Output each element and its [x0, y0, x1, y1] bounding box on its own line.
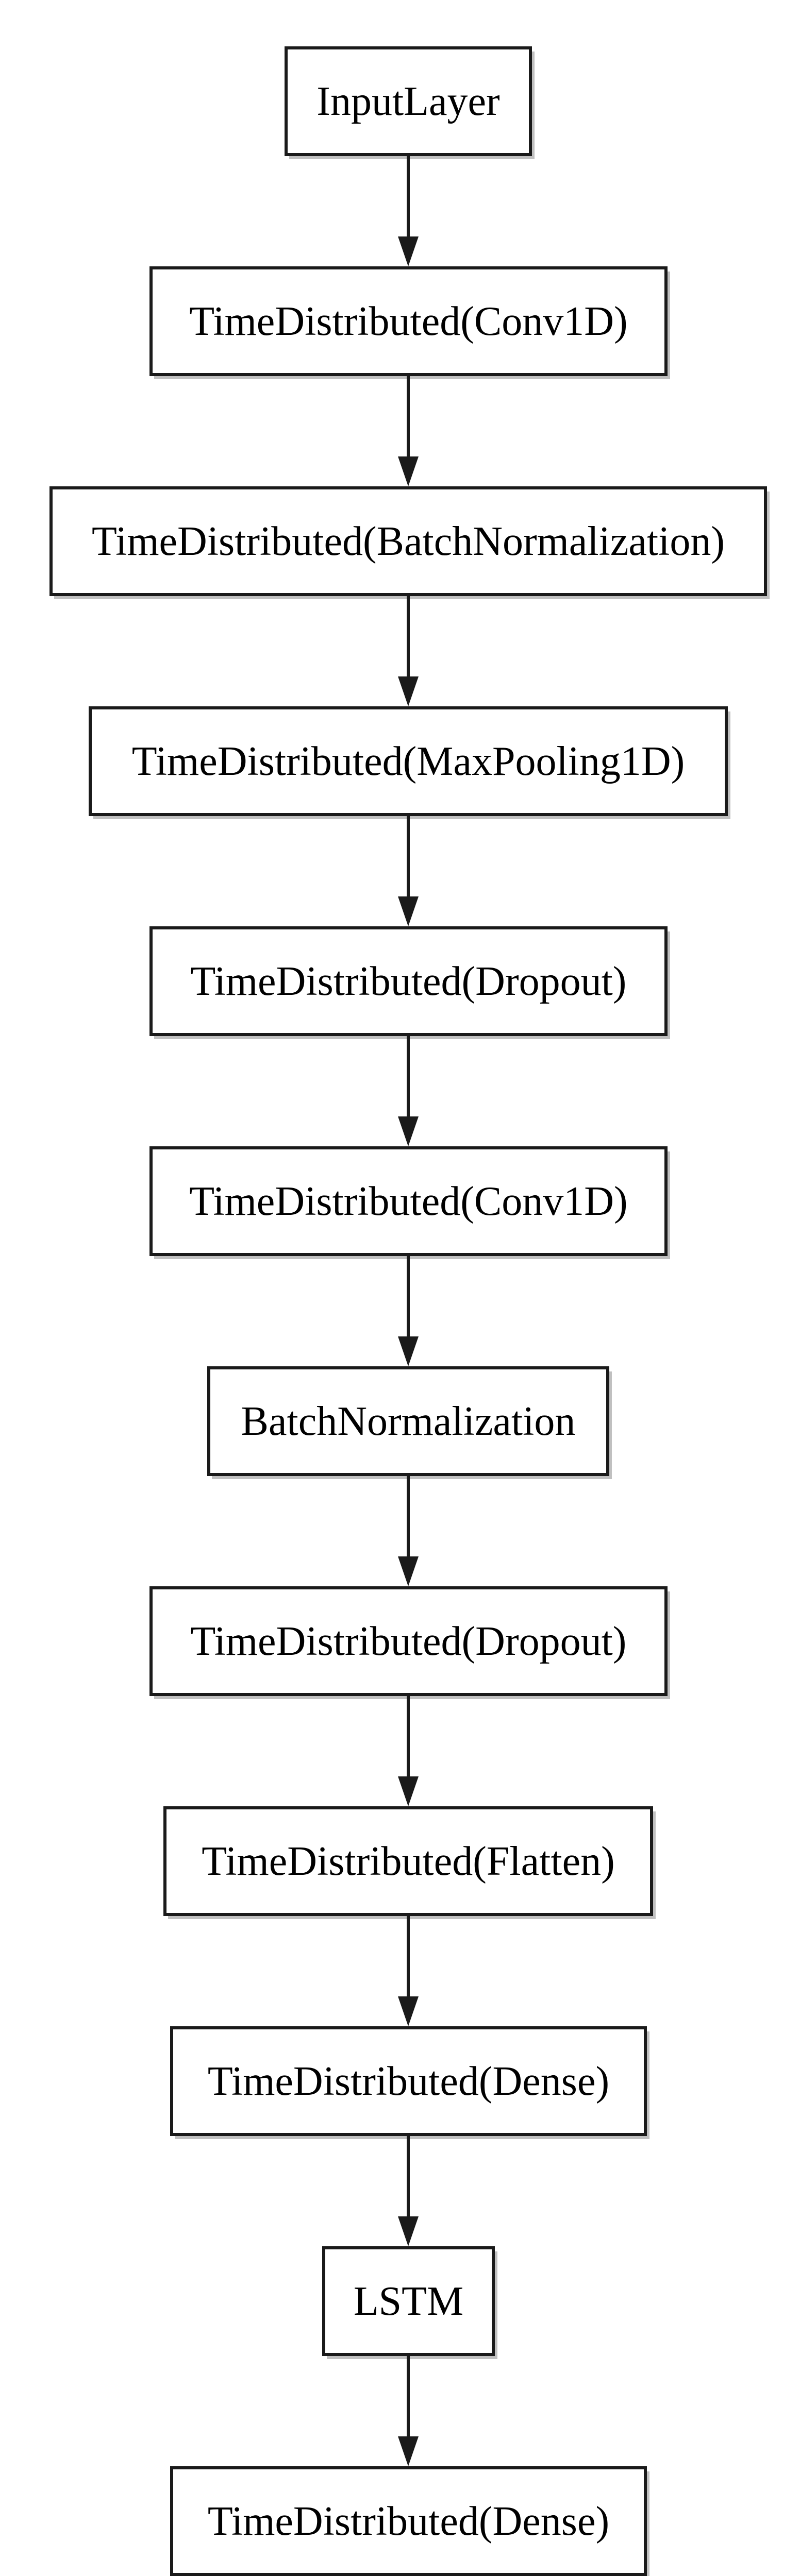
node-timedistributed-dense-2: TimeDistributed(Dense) [170, 2466, 647, 2576]
arrow-shaft [407, 2136, 410, 2217]
node-timedistributed-dropout-2: TimeDistributed(Dropout) [149, 1586, 668, 1696]
arrow-head-icon [398, 236, 419, 266]
arrow-shaft [407, 1916, 410, 1997]
node-timedistributed-conv1d-2: TimeDistributed(Conv1D) [149, 1146, 668, 1256]
arrow-shaft [407, 1476, 410, 1557]
flow-arrow-1-2 [396, 376, 420, 486]
arrow-shaft [407, 1256, 410, 1337]
flow-arrow-10-11 [396, 2356, 420, 2466]
node-timedistributed-flatten: TimeDistributed(Flatten) [163, 1806, 653, 1916]
node-timedistributed-dense-1: TimeDistributed(Dense) [170, 2026, 647, 2136]
flow-arrow-4-5 [396, 1036, 420, 1146]
arrow-head-icon [398, 1776, 419, 1806]
flow-arrow-8-9 [396, 1916, 420, 2026]
node-timedistributed-dropout-1: TimeDistributed(Dropout) [149, 926, 668, 1036]
arrow-shaft [407, 2356, 410, 2437]
arrow-head-icon [398, 1336, 419, 1366]
node-timedistributed-conv1d-1: TimeDistributed(Conv1D) [149, 266, 668, 376]
node-input-layer: InputLayer [285, 46, 532, 156]
node-timedistributed-batchnormalization: TimeDistributed(BatchNormalization) [49, 486, 767, 596]
arrow-shaft [407, 596, 410, 677]
arrow-shaft [407, 376, 410, 457]
arrow-head-icon [398, 456, 419, 486]
flow-arrow-0-1 [396, 156, 420, 266]
flow-arrow-9-10 [396, 2136, 420, 2246]
flow-arrow-2-3 [396, 596, 420, 706]
arrow-head-icon [398, 1996, 419, 2026]
arrow-shaft [407, 1036, 410, 1117]
flow-arrow-3-4 [396, 816, 420, 926]
arrow-head-icon [398, 676, 419, 706]
flow-arrow-7-8 [396, 1696, 420, 1806]
arrow-head-icon [398, 896, 419, 926]
node-lstm: LSTM [322, 2246, 495, 2356]
node-batchnormalization: BatchNormalization [207, 1366, 609, 1476]
arrow-head-icon [398, 2436, 419, 2466]
arrow-shaft [407, 1696, 410, 1777]
arrow-shaft [407, 816, 410, 897]
node-timedistributed-maxpooling1d: TimeDistributed(MaxPooling1D) [89, 706, 728, 816]
arrow-head-icon [398, 1116, 419, 1146]
arrow-head-icon [398, 2216, 419, 2246]
flow-arrow-6-7 [396, 1476, 420, 1586]
arrow-head-icon [398, 1556, 419, 1586]
flow-arrow-5-6 [396, 1256, 420, 1366]
arrow-shaft [407, 156, 410, 238]
